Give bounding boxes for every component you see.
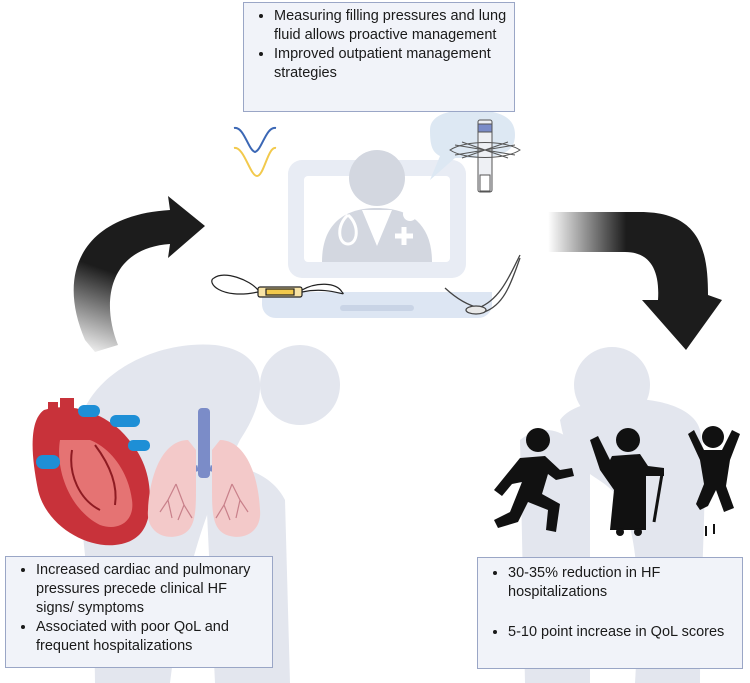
top-bullet-1: Measuring filling pressures and lung flu… [274,7,508,45]
left-bullet-list: Increased cardiac and pulmonary pressure… [6,561,268,656]
top-info-box: Measuring filling pressures and lung flu… [243,2,515,112]
top-bullet-2: Improved outpatient management strategie… [274,45,508,83]
elderly-woman-with-cane-icon [590,428,664,536]
implant-lead-icon [444,254,521,315]
right-bullet-2: 5-10 point increase in QoL scores [508,623,738,642]
right-bullet-1: 30-35% reduction in HF hospitalizations [508,564,738,602]
right-bullet-list: 30-35% reduction in HF hospitalizations … [478,564,738,642]
left-curved-arrow [73,196,205,352]
right-curved-arrow [548,212,722,350]
pressure-sensor-icon [211,274,344,298]
speech-bubble-icon [430,110,515,180]
left-info-box: Increased cardiac and pulmonary pressure… [5,556,273,668]
jumping-person-icon [688,426,740,536]
lungs-icon [147,408,261,537]
doctor-icon [322,150,432,262]
heart-icon [32,398,150,546]
left-bullet-2: Associated with poor QoL and frequent ho… [36,618,268,656]
left-bullet-1: Increased cardiac and pulmonary pressure… [36,561,268,618]
running-person-icon [494,428,574,532]
right-info-box: 30-35% reduction in HF hospitalizations … [477,557,743,669]
pressure-waveform-icon [233,127,277,178]
top-bullet-list: Measuring filling pressures and lung flu… [244,7,508,83]
stent-device-icon [449,119,521,193]
